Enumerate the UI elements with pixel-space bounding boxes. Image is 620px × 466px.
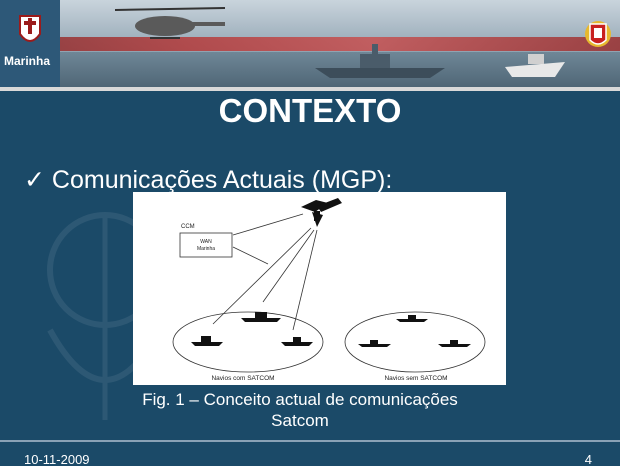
header-banner: Marinha bbox=[0, 0, 620, 87]
group-1-label: Navios com SATCOM bbox=[211, 375, 274, 382]
slide-title: CONTEXTO bbox=[218, 92, 402, 129]
ccm-label: CCM bbox=[181, 224, 195, 230]
ships-group-2 bbox=[358, 315, 471, 347]
group-2-label: Navios sem SATCOM bbox=[384, 375, 447, 382]
caption-line-1: Fig. 1 – Conceito actual de comunicações bbox=[142, 390, 458, 409]
page-number: 4 bbox=[584, 452, 592, 466]
bullet-text: Comunicações Actuais (MGP): bbox=[51, 166, 393, 194]
header-divider bbox=[0, 87, 620, 91]
satellite-icon bbox=[301, 198, 342, 227]
figure-caption: Fig. 1 – Conceito actual de comunicações… bbox=[100, 389, 500, 431]
boat-icon bbox=[505, 54, 565, 77]
navy-emblem-icon bbox=[19, 15, 41, 42]
helicopter-icon bbox=[114, 7, 226, 39]
ships-group-1 bbox=[191, 312, 313, 346]
wan-box bbox=[179, 232, 233, 258]
wan-label-line1: WAN bbox=[200, 239, 212, 245]
footer-divider bbox=[0, 440, 620, 442]
bullet-item: ✓ Comunicações Actuais (MGP): bbox=[24, 165, 392, 195]
banner-flag-strip bbox=[0, 37, 620, 51]
logo-box: Marinha bbox=[0, 0, 60, 87]
ship-group-2-ellipse bbox=[344, 311, 486, 373]
caption-line-2: Satcom bbox=[271, 411, 329, 430]
logo-text: Marinha bbox=[4, 54, 51, 68]
footer-date: 10-11-2009 bbox=[24, 452, 90, 466]
link-lines bbox=[212, 213, 318, 331]
satcom-diagram: CCM WAN Marinha bbox=[133, 192, 506, 385]
ship-group-1-ellipse bbox=[172, 311, 324, 373]
ship-icon bbox=[315, 44, 445, 78]
checkmark-icon: ✓ bbox=[24, 166, 45, 194]
diagram-svg: CCM WAN Marinha bbox=[172, 198, 486, 382]
wan-label-line2: Marinha bbox=[197, 246, 215, 252]
portugal-coat-of-arms-icon bbox=[585, 21, 611, 47]
